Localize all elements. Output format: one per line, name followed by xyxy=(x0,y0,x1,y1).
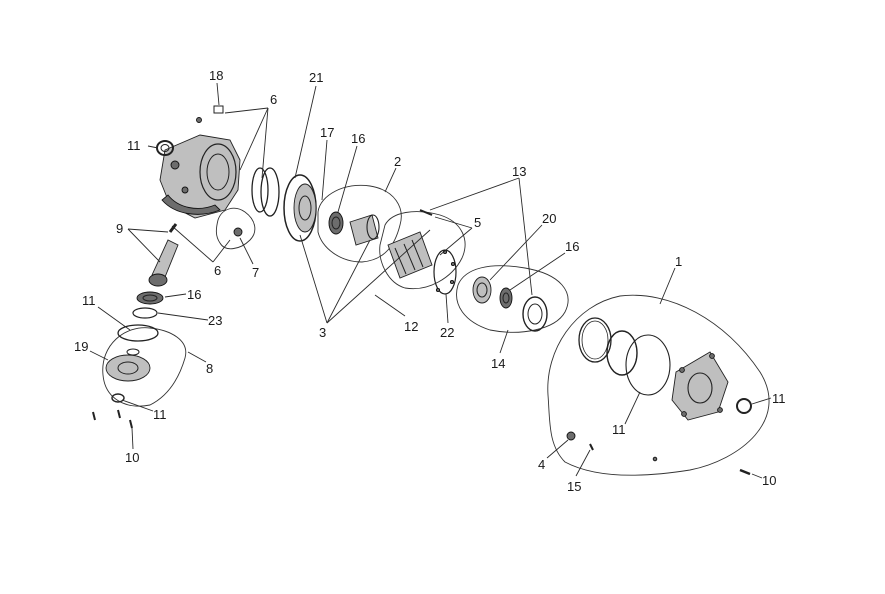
part-cup-14 xyxy=(522,296,548,332)
part-bolts-10-left xyxy=(92,409,133,429)
callout-11-mid: 11 xyxy=(82,293,96,308)
part-bearing-16-b xyxy=(499,287,513,309)
callout-15: 15 xyxy=(567,479,581,494)
part-pinion-9 xyxy=(148,223,179,287)
callout-18: 18 xyxy=(209,68,223,83)
callout-4: 4 xyxy=(538,457,545,472)
callout-21: 21 xyxy=(309,70,323,85)
callout-7: 7 xyxy=(252,265,259,280)
callout-14: 14 xyxy=(491,356,505,371)
group-outline-8 xyxy=(102,327,187,407)
callout-19: 19 xyxy=(74,339,88,354)
callout-13: 13 xyxy=(512,164,526,179)
part-ring-23 xyxy=(132,307,158,319)
part-gear-20 xyxy=(472,276,492,304)
callout-labels: 18 6 21 17 16 2 13 11 5 20 16 9 6 7 1 16… xyxy=(74,68,786,494)
part-housing-6 xyxy=(159,134,241,219)
part-oring-11 xyxy=(117,324,159,342)
callout-17: 17 xyxy=(320,125,334,140)
callout-11-lower: 11 xyxy=(153,407,167,422)
part-cover-19 xyxy=(105,348,151,382)
callout-6-upper: 6 xyxy=(270,92,277,107)
part-bearing-16-c xyxy=(136,291,164,305)
callout-20: 20 xyxy=(542,211,556,226)
part-seal-11-lower xyxy=(111,393,125,403)
part-ring-1a xyxy=(578,317,612,363)
callout-10-right: 10 xyxy=(762,473,776,488)
callout-5: 5 xyxy=(474,215,481,230)
part-pin-5 xyxy=(419,209,433,216)
callout-3: 3 xyxy=(319,325,326,340)
callout-11-right: 11 xyxy=(772,391,786,406)
group-outline-2 xyxy=(317,184,402,263)
callout-10-left: 10 xyxy=(125,450,139,465)
callout-2: 2 xyxy=(394,154,401,169)
part-nut-4 xyxy=(566,431,576,441)
part-dot xyxy=(652,456,658,462)
part-gear-21 xyxy=(283,174,317,242)
part-bearing-16-a xyxy=(328,211,344,235)
callout-16-b: 16 xyxy=(565,239,579,254)
group-outline-1 xyxy=(547,294,770,476)
part-bolt-10-right xyxy=(739,468,751,476)
part-oring-11-right xyxy=(625,334,671,396)
part-hub-2 xyxy=(349,214,380,246)
callout-12: 12 xyxy=(404,319,418,334)
part-gasket-22 xyxy=(433,249,457,295)
callout-22: 22 xyxy=(440,325,454,340)
part-cover-1 xyxy=(671,351,729,421)
callout-9: 9 xyxy=(116,221,123,236)
group-outline-12 xyxy=(379,211,466,290)
group-outline-7 xyxy=(215,207,256,250)
callout-16-a: 16 xyxy=(351,131,365,146)
callout-23: 23 xyxy=(208,313,222,328)
part-seal-11-right xyxy=(736,398,752,414)
callout-1: 1 xyxy=(675,254,682,269)
callout-11-upper: 11 xyxy=(127,138,141,153)
part-pin-15 xyxy=(589,443,594,451)
group-outline-14 xyxy=(456,265,569,333)
callout-11-ring: 11 xyxy=(612,422,626,437)
callout-6-lower: 6 xyxy=(214,263,221,278)
part-ring-1b xyxy=(606,330,638,376)
part-bolt-7 xyxy=(233,227,243,237)
part-cage-12 xyxy=(387,231,433,279)
leader-lines xyxy=(89,82,772,479)
part-rings-6 xyxy=(251,167,280,217)
callout-8: 8 xyxy=(206,361,213,376)
part-bolt-18 xyxy=(196,105,224,123)
callout-16-c: 16 xyxy=(187,287,201,302)
